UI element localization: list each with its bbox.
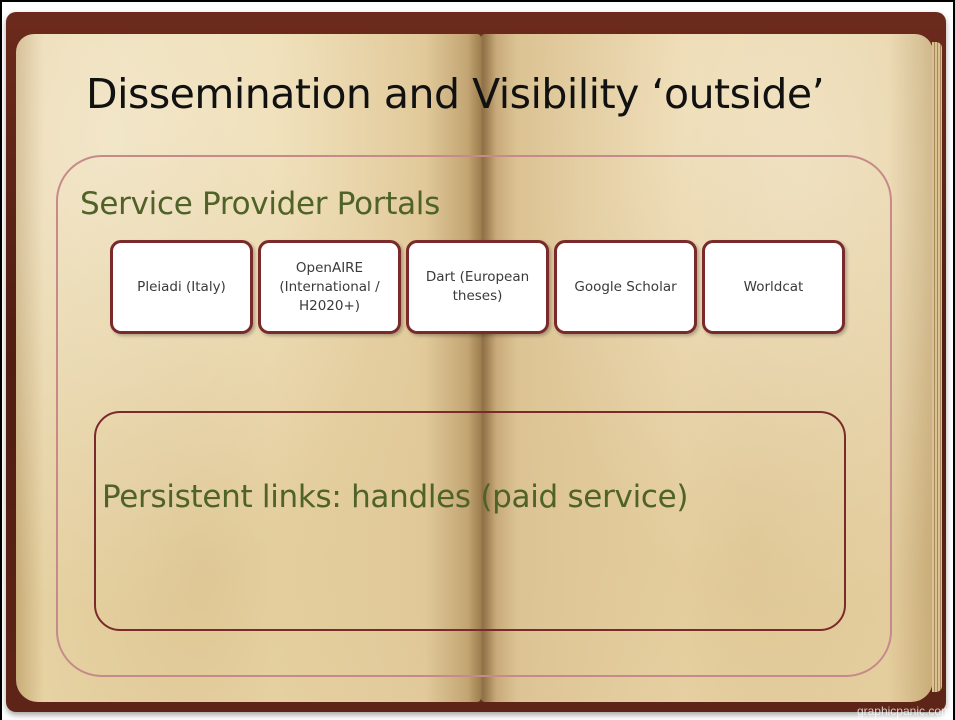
book-left-page (16, 34, 481, 702)
portal-list: Pleiadi (Italy) OpenAIRE (International … (110, 240, 845, 334)
book-spine (468, 34, 496, 702)
portal-openaire[interactable]: OpenAIRE (International / H2020+) (258, 240, 401, 334)
slide-title: Dissemination and Visibility ‘outside’ (86, 70, 825, 118)
book-right-page (481, 34, 933, 702)
book-page-edges (932, 42, 942, 692)
portal-worldcat[interactable]: Worldcat (702, 240, 845, 334)
portal-dart[interactable]: Dart (European theses) (406, 240, 549, 334)
portal-google-scholar[interactable]: Google Scholar (554, 240, 697, 334)
watermark: graphicpanic.com (856, 704, 951, 718)
service-provider-heading: Service Provider Portals (80, 186, 440, 222)
persistent-links-box (94, 411, 846, 631)
persistent-links-text: Persistent links: handles (paid service) (102, 479, 689, 515)
dissemination-outer-box (56, 155, 892, 677)
book-background (6, 12, 946, 712)
portal-pleiadi[interactable]: Pleiadi (Italy) (110, 240, 253, 334)
